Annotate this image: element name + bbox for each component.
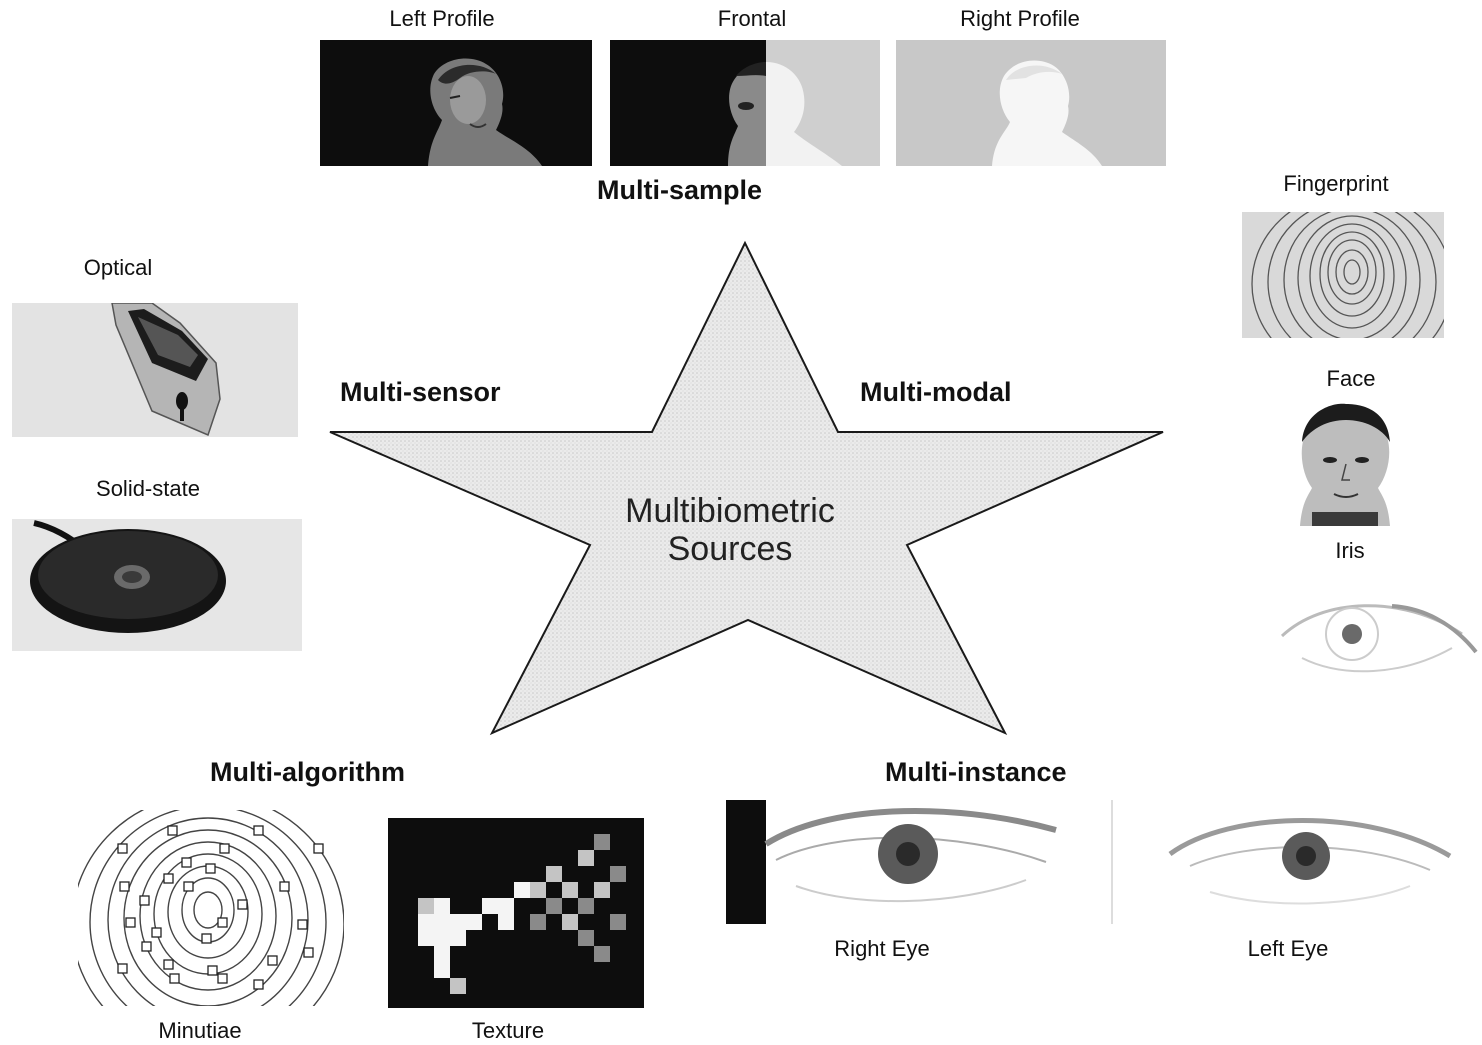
right-eye-image [726, 800, 1066, 924]
fingerprint-image [1242, 212, 1444, 338]
multi-sample-label: Multi-sample [597, 175, 763, 205]
minutiae-label: Minutiae [158, 1018, 242, 1043]
solid-state-label: Solid-state [96, 476, 200, 501]
center-title-line1: Multibiometric [625, 492, 835, 530]
face-label: Face [1326, 366, 1376, 391]
right-profile-label: Right Profile [960, 6, 1080, 31]
solid-state-sensor-image [12, 519, 302, 651]
minutiae-image [78, 810, 344, 1006]
left-profile-label: Left Profile [389, 6, 495, 31]
multi-instance-label: Multi-instance [885, 757, 1067, 787]
right-profile-image [896, 40, 1166, 166]
frontal-image [610, 40, 880, 166]
center-title-line2: Sources [667, 530, 793, 568]
right-eye-label: Right Eye [834, 936, 930, 961]
left-eye-image [1110, 800, 1460, 924]
multi-algorithm-label: Multi-algorithm [210, 757, 405, 787]
multi-sensor-label: Multi-sensor [340, 377, 501, 407]
left-profile-image [320, 40, 592, 166]
optical-sensor-image [12, 303, 298, 437]
left-eye-label: Left Eye [1247, 936, 1329, 961]
texture-image [388, 818, 644, 1008]
multi-modal-label: Multi-modal [860, 377, 1012, 407]
texture-label: Texture [471, 1018, 545, 1043]
frontal-label: Frontal [717, 6, 787, 31]
fingerprint-label: Fingerprint [1283, 171, 1389, 196]
iris-image [1262, 588, 1482, 688]
center-title: Multibiometric Sources [560, 492, 900, 568]
iris-label: Iris [1335, 538, 1365, 563]
optical-label: Optical [83, 255, 153, 280]
face-image [1272, 402, 1418, 526]
